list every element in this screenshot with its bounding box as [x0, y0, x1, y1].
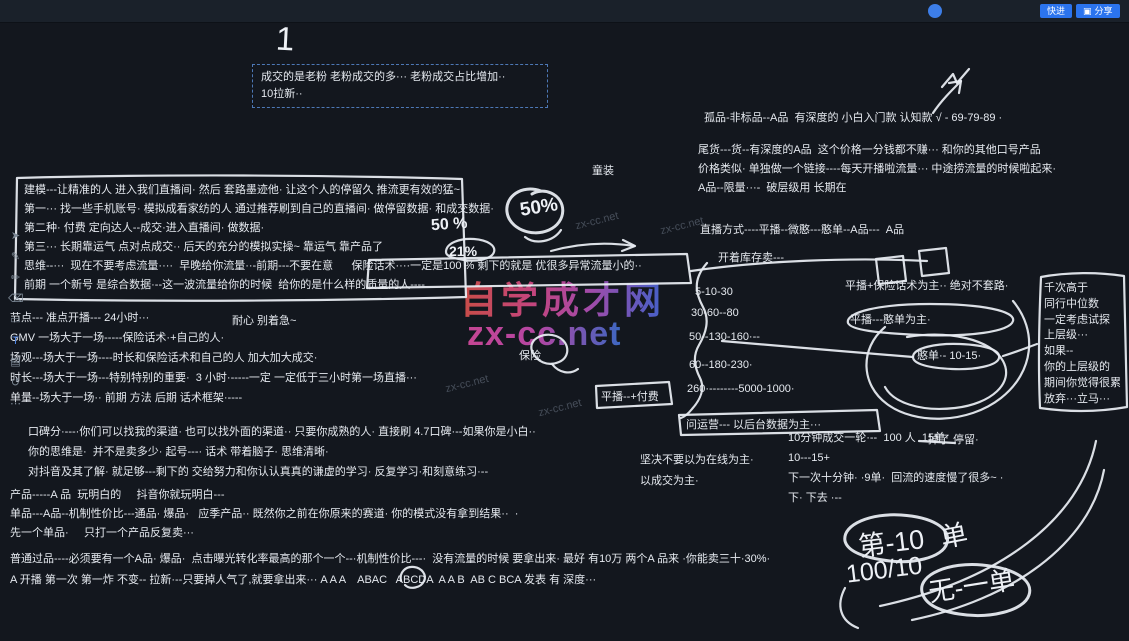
marker-21-percent: 21% — [449, 243, 478, 259]
note-line: 10---15+ — [788, 452, 830, 464]
stroke-arrow-top-right-flag — [940, 67, 971, 89]
note-metric-1: 5-10-30 — [695, 286, 733, 298]
shape-icon[interactable]: ▭ — [10, 314, 21, 326]
more-icon[interactable]: ⋯ — [10, 398, 21, 410]
note-metric-5: 260·--------5000-1000· — [687, 383, 795, 395]
undo-icon[interactable]: ↺ — [10, 377, 21, 389]
note-line: GMV 一场大于一场-----保险话术·+自己的人· — [10, 332, 225, 344]
note-metric-3: 50--130-160·-- — [689, 331, 760, 343]
note-line: 产品-----A 品 玩明白的 抖音你就玩明白--- — [10, 489, 225, 501]
note-line: 尾货---货--有深度的A品 这个价格一分钱都不赚··· 和你的其他口号产品 — [698, 144, 1041, 156]
note-ten-minutes: 10分钟成交一轮·-- 100 人 15单· 10---15+ 下一次十分钟· … — [788, 428, 1003, 508]
note-reputation: 口碑分·---·你们可以找我的渠道· 也可以找外面的渠道·· 只要你成熟的人· … — [28, 422, 536, 482]
note-line: 口碑分·---·你们可以找我的渠道· 也可以找外面的渠道·· 只要你成熟的人· … — [28, 426, 536, 438]
text-icon[interactable]: T — [12, 335, 19, 347]
marker-hw-100-10: 100/10 — [844, 551, 924, 589]
watermark-site: zx-cc.net — [467, 315, 622, 353]
note-line: 下· 下去 ·-- — [788, 492, 842, 504]
note-line: 价格类似· 单独做一个链接----每天开播啦流量··· 中途捞流量的时候啦起来· — [698, 163, 1057, 175]
share-icon: ▣ — [1083, 6, 1092, 16]
select-icon[interactable]: ➤ — [10, 230, 21, 242]
note-schedule: 节点--- 准点开播--- 24小时··· GMV 一场大于一场-----保险话… — [10, 308, 417, 408]
note-line: 千次高于 — [1044, 282, 1088, 294]
note-handan-1015: 憨单·- 10-15· — [917, 350, 982, 362]
note-line: 先一个单品· 只打一个产品反复卖··· — [10, 527, 194, 539]
note-bottom: 普通过品----必须要有一个A品· 爆品· 点击曝光转化率最高的那个一个--·机… — [10, 549, 770, 591]
note-line: 节点--- 准点开播--- 24小时··· — [10, 312, 150, 324]
note-line: A品--限量···- 破层级用 长期在 — [698, 182, 847, 194]
watermark-faint: zx-cc.net — [659, 214, 705, 238]
stroke-swoosh-bl — [839, 586, 860, 630]
note-flat-insurance: 平播+保险话术为主·· 绝对不套路· — [845, 280, 1009, 292]
note-online: 坚决不要以为在线为主· 以成交为主· — [640, 450, 754, 492]
note-line: 时长---场大于一场---特别特别的重要· 3 小时·-----一定 一定低于三… — [10, 372, 417, 384]
note-line: 同行中位数 — [1044, 297, 1099, 310]
note-line: 10拉新·· — [261, 88, 303, 100]
note-line: 期间你觉得很累 — [1044, 376, 1121, 389]
pen-icon[interactable]: ✎ — [10, 251, 21, 263]
note-inventory: 开着库存卖--- — [718, 252, 784, 264]
note-flat-handan: 平播---憨单为主· — [850, 314, 931, 326]
note-line: 坚决不要以为在线为主· — [640, 454, 754, 466]
stroke-square-2 — [917, 246, 951, 278]
marker-one: 1 — [275, 19, 296, 58]
stroke-big-loop-2 — [883, 333, 1008, 410]
fast-forward-button[interactable]: 快进 — [1040, 4, 1073, 18]
note-rank-box: 千次高于 同行中位数 一定考虑试探 上层级··· 如果-- 你的上层级的 期间你… — [1044, 281, 1121, 407]
note-kids-wear: 童装 — [592, 165, 614, 177]
stroke-arrow-top-right-head — [947, 79, 963, 95]
note-line: 下一次十分钟· ·9单· 回流的速度慢了很多~ · — [788, 472, 1004, 484]
marker-hw-dan: 单 — [937, 518, 971, 554]
note-flat-paid: 平播--+付费 — [601, 391, 659, 403]
share-button[interactable]: ▣分享 — [1076, 4, 1120, 18]
note-line: 对抖音及其了解· 就足够---剩下的 交给努力和你认认真真的谦虚的学习· 反复学… — [28, 466, 489, 478]
stroke-link-left — [720, 339, 915, 359]
note-line: 如果-- — [1044, 345, 1074, 358]
note-line: 上层级··· — [1044, 329, 1088, 342]
stroke-link-right — [1001, 342, 1039, 358]
watermark-faint: zx-cc.net — [444, 372, 490, 396]
note-line: A 开播 第一次 第一炸 不变-- 拉新·--只要掉人气了,就要拿出来··· A… — [10, 574, 597, 586]
note-line: 成交的是老粉 老粉成交的多··· 老粉成交占比增加·· — [261, 71, 506, 83]
avatar[interactable] — [928, 4, 942, 18]
note-line: 以成交为主· — [640, 475, 699, 487]
note-live-mode: 直播方式----平播--微憨---憨单--A品--- A品 — [700, 224, 905, 236]
marker-50-percent: 50 % — [430, 214, 468, 235]
note-line: 放弃···立马··· — [1044, 392, 1110, 405]
marker-icon[interactable]: ✏ — [10, 272, 21, 284]
tool-sidebar: ➤ ✎ ✏ ⌫ ▭ T ▤ ↺ ⋯ — [8, 230, 24, 411]
note-tail-goods: 尾货---货--有深度的A品 这个价格一分钱都不赚··· 和你的其他口号产品 价… — [698, 141, 1056, 198]
eraser-icon[interactable]: ⌫ — [8, 293, 24, 305]
note-line: 10分钟成交一轮·-- 100 人 15单· — [788, 432, 949, 444]
topbar: 快进 ▣分享 — [0, 0, 1129, 23]
share-label: 分享 — [1094, 6, 1113, 16]
note-product: 产品-----A 品 玩明白的 抖音你就玩明白--- 单品---A品--机制性价… — [10, 486, 518, 543]
note-line: 你的思维是· 并不是卖多少· 起号---· 话术 带着脑子· 思维清晰· — [28, 446, 329, 458]
note-line: 单量--场大于一场·· 前期 方法 后期 话术框架·---- — [10, 392, 243, 404]
sticky-icon[interactable]: ▤ — [10, 356, 21, 368]
note-metric-4: 60--180-230· — [689, 359, 753, 371]
note-metric-2: 30-60--80 — [691, 307, 739, 319]
note-line: 你的上层级的 — [1044, 360, 1110, 373]
note-patience: 耐心 别着急~ — [232, 315, 297, 327]
note-line: 单品---A品--机制性价比---通品· 爆品· 应季产品·· 既然你之前在你原… — [10, 508, 519, 520]
note-niche: 孤品-非标品--A品 有深度的 小白入门款 认知款 √ - 69-79-89 · — [704, 112, 1003, 124]
note-line: 普通过品----必须要有一个A品· 爆品· 点击曝光转化率最高的那个一个--·机… — [10, 553, 771, 565]
stroke-insurance-tail — [550, 362, 580, 374]
watermark-faint: zx-cc.net — [537, 396, 583, 420]
note-old-fans[interactable]: 成交的是老粉 老粉成交的多··· 老粉成交占比增加·· 10拉新·· — [252, 64, 548, 108]
marker-hw-wuyidan: 无-一单 — [926, 564, 1017, 608]
note-line: 第三··· 长期靠运气 点对点成交·· 后天的充分的模拟实操~ 靠运气 靠产品了 — [24, 241, 384, 253]
note-line: 一定考虑试探 — [1044, 313, 1110, 326]
note-line: 第二种· 付费 定向达人--成交·进入直播间· 做数据· — [24, 222, 265, 234]
note-line: 场观---场大于一场----时长和保险话术和自己的人 加大加大成交· — [10, 352, 318, 364]
